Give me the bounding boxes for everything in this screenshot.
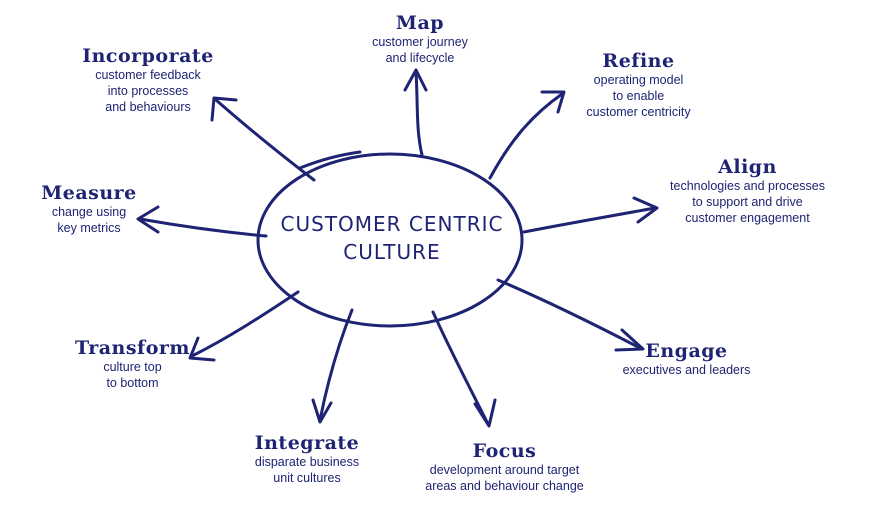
node-measure: Measure change using key metrics — [30, 182, 148, 236]
node-incorporate-title: Incorporate — [82, 45, 214, 67]
arrow-incorporate — [210, 96, 316, 182]
center-ellipse — [256, 152, 524, 328]
node-align-desc: technologies and processes to support an… — [670, 179, 825, 225]
node-focus-title: Focus — [472, 440, 537, 462]
node-align-title: Align — [718, 156, 777, 178]
node-transform-title: Transform — [74, 337, 191, 359]
node-refine-title: Refine — [602, 50, 675, 72]
arrow-align — [522, 196, 659, 234]
node-incorporate: Incorporate customer feedback into proce… — [72, 45, 224, 115]
node-measure-desc: change using key metrics — [51, 205, 127, 235]
node-engage-title: Engage — [645, 340, 728, 362]
arrow-focus — [431, 310, 497, 428]
node-focus: Focus development around target areas an… — [402, 440, 607, 494]
node-integrate: Integrate disparate business unit cultur… — [233, 432, 381, 486]
node-map: Map customer journey and lifecycle — [335, 12, 505, 66]
arrow-integrate — [311, 308, 354, 424]
arrow-engage — [496, 278, 645, 352]
node-map-title: Map — [395, 12, 445, 34]
arrow-transform — [188, 290, 300, 362]
node-incorporate-desc: customer feedback into processes and beh… — [95, 68, 201, 114]
node-align: Align technologies and processes to supp… — [650, 156, 845, 226]
arrow-refine — [488, 90, 566, 180]
center-label: CUSTOMER CENTRIC CULTURE — [280, 212, 504, 264]
node-refine-desc: operating model to enable customer centr… — [586, 73, 691, 119]
node-transform: Transform culture top to bottom — [70, 337, 195, 391]
node-focus-desc: development around target areas and beha… — [425, 463, 584, 493]
node-refine: Refine operating model to enable custome… — [556, 50, 721, 120]
arrow-measure — [136, 205, 268, 238]
arrow-map — [403, 68, 428, 157]
node-integrate-desc: disparate business unit cultures — [254, 455, 360, 485]
node-integrate-title: Integrate — [254, 432, 360, 454]
node-measure-title: Measure — [41, 182, 137, 204]
node-transform-desc: culture top to bottom — [103, 360, 162, 390]
node-engage: Engage executives and leaders — [604, 340, 769, 378]
node-map-desc: customer journey and lifecycle — [372, 35, 468, 65]
node-engage-desc: executives and leaders — [622, 363, 751, 377]
ellipse-overdraw — [298, 150, 362, 170]
